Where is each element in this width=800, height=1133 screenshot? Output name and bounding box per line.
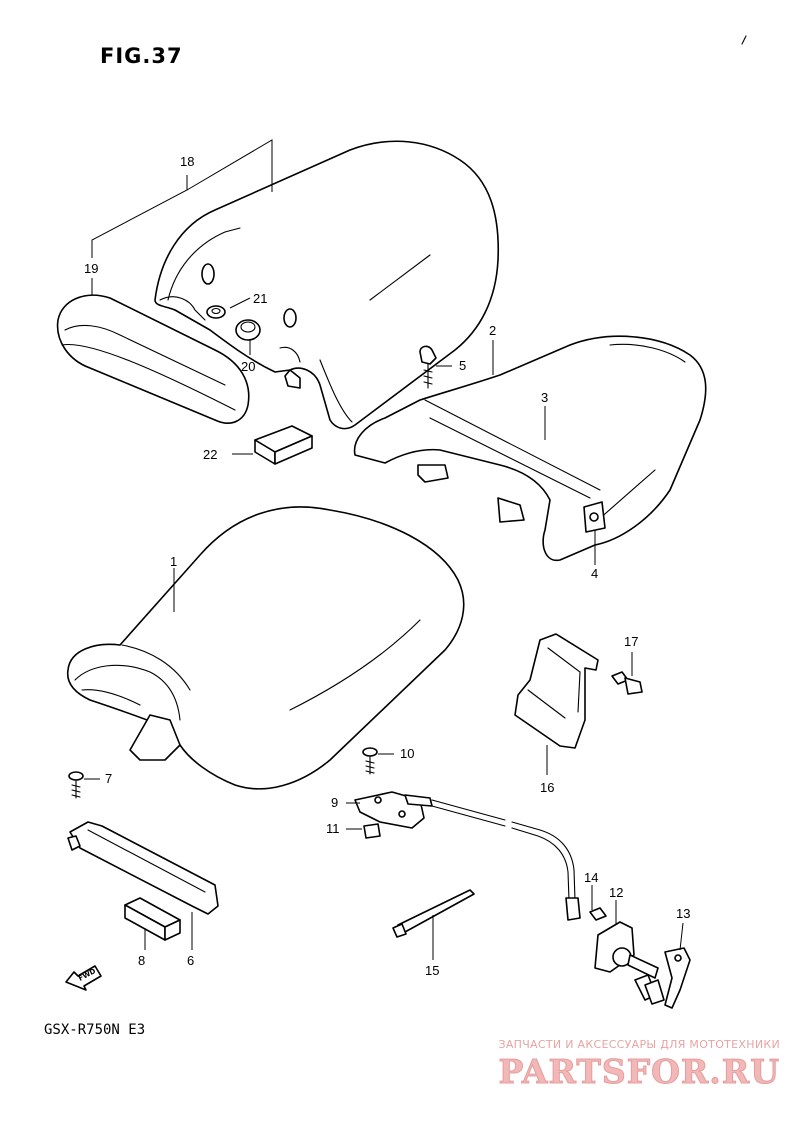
part-4-seat-bracket[interactable] bbox=[583, 501, 606, 533]
callout-10: 10 bbox=[400, 746, 414, 761]
callout-9: 9 bbox=[331, 795, 338, 810]
callout-20: 20 bbox=[241, 359, 255, 374]
figure-title: FIG.37 bbox=[100, 44, 183, 68]
callout-12: 12 bbox=[609, 885, 623, 900]
part-7-screw[interactable] bbox=[68, 771, 84, 799]
part-12-seat-lock-set[interactable] bbox=[594, 921, 665, 1005]
part-18-seat-tail-cover[interactable] bbox=[154, 140, 500, 430]
callout-numbers: 18 19 21 20 22 2 5 3 4 1 7 10 9 11 16 17… bbox=[84, 154, 690, 978]
callout-16: 16 bbox=[540, 780, 554, 795]
callout-2: 2 bbox=[489, 323, 496, 338]
part-14-screw[interactable] bbox=[589, 907, 607, 921]
fwd-arrow-icon: FWD bbox=[65, 965, 102, 991]
part-13-lock-bracket[interactable] bbox=[664, 947, 691, 1009]
part-22-pad[interactable] bbox=[254, 425, 313, 465]
callout-11: 11 bbox=[326, 821, 340, 836]
scan-mark bbox=[741, 35, 747, 45]
part-6-seat-bracket[interactable] bbox=[67, 821, 219, 915]
callout-5: 5 bbox=[459, 358, 466, 373]
callout-3: 3 bbox=[541, 390, 548, 405]
callout-8: 8 bbox=[138, 953, 145, 968]
part-16-lock-cover[interactable] bbox=[514, 633, 599, 749]
watermark-tagline: ЗАПЧАСТИ И АКСЕССУАРЫ ДЛЯ МОТОТЕХНИКИ bbox=[498, 1038, 780, 1051]
callout-15: 15 bbox=[425, 963, 439, 978]
callout-7: 7 bbox=[105, 771, 112, 786]
part-11-nut[interactable] bbox=[363, 823, 381, 839]
leader-lines bbox=[84, 139, 684, 960]
callout-6: 6 bbox=[187, 953, 194, 968]
model-code: GSX-R750N E3 bbox=[44, 1022, 146, 1038]
callout-21: 21 bbox=[253, 291, 267, 306]
part-8-pad[interactable] bbox=[124, 897, 181, 941]
part-15-cable-tie[interactable] bbox=[392, 889, 475, 938]
watermark-logo: PARTSFOR.RU bbox=[498, 1052, 780, 1092]
callout-1: 1 bbox=[170, 554, 177, 569]
part-10-screw[interactable] bbox=[362, 747, 378, 775]
part-9-seat-lock-cable[interactable] bbox=[354, 791, 581, 921]
callout-22: 22 bbox=[203, 447, 217, 462]
part-21-grommet[interactable] bbox=[206, 305, 226, 319]
part-17-bolt[interactable] bbox=[611, 671, 643, 695]
part-20-cushion[interactable] bbox=[235, 319, 261, 341]
part-1-front-seat[interactable] bbox=[66, 506, 465, 790]
callout-18: 18 bbox=[180, 154, 194, 169]
callout-13: 13 bbox=[676, 906, 690, 921]
callout-14: 14 bbox=[584, 870, 598, 885]
callout-17: 17 bbox=[624, 634, 638, 649]
part-2-pillion-seat[interactable] bbox=[353, 335, 707, 561]
callout-19: 19 bbox=[84, 261, 98, 276]
part-5-wing-bolt[interactable] bbox=[419, 345, 437, 389]
callout-4: 4 bbox=[591, 566, 598, 581]
part-19-tail-pad[interactable] bbox=[56, 294, 250, 424]
